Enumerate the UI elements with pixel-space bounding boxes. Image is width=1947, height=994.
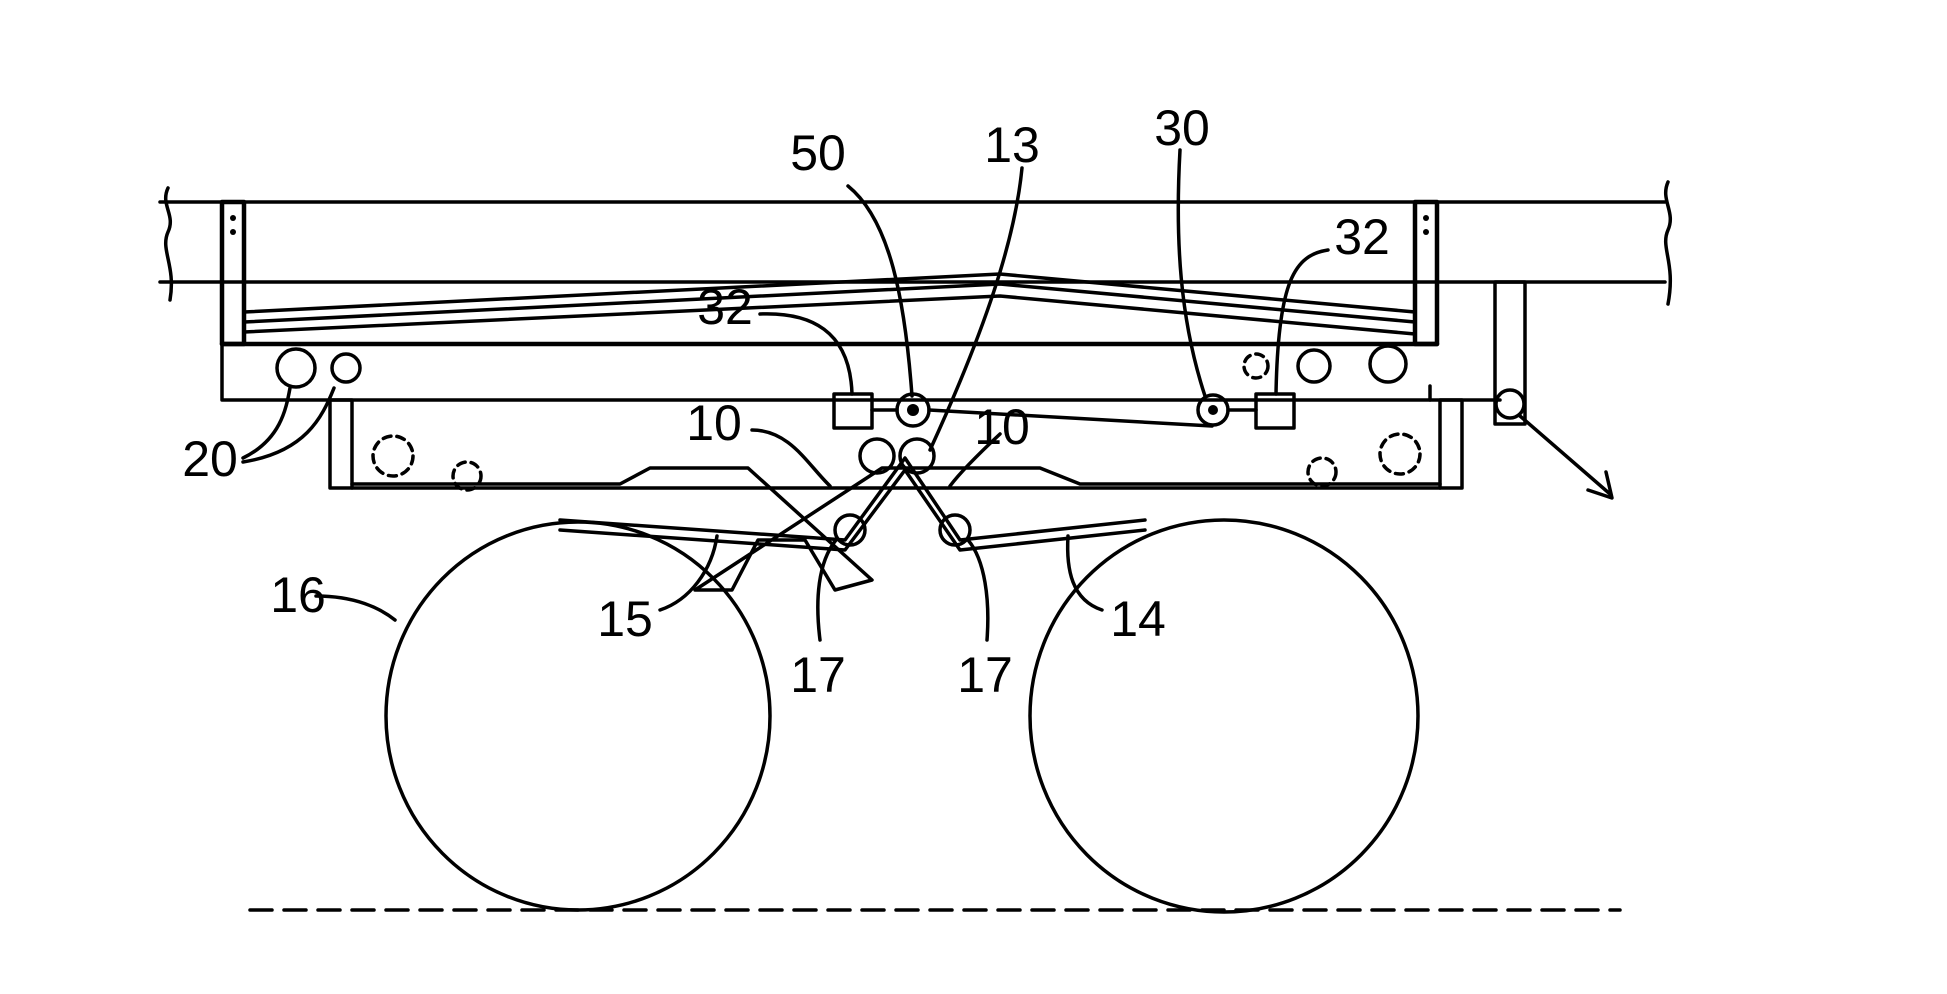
front-hanger <box>222 202 244 344</box>
label-13: 13 <box>984 117 1040 173</box>
central-cable-assembly <box>560 394 1294 550</box>
label-17-left: 17 <box>790 647 846 703</box>
label-10-left: 10 <box>686 395 742 451</box>
label-30: 30 <box>1154 100 1210 156</box>
label-10-right: 10 <box>974 399 1030 455</box>
pulley-group-20 <box>277 349 360 387</box>
rear-post <box>1495 282 1525 424</box>
wheels <box>386 520 1418 912</box>
rear-wheel <box>1030 520 1418 912</box>
label-32-right: 32 <box>1334 209 1390 265</box>
label-32-left: 32 <box>697 279 753 335</box>
label-17-right: 17 <box>957 647 1013 703</box>
rear-pulley-group <box>1244 346 1406 382</box>
label-14: 14 <box>1110 591 1166 647</box>
output-arrow <box>1520 416 1612 498</box>
label-16: 16 <box>270 567 326 623</box>
label-20: 20 <box>182 431 238 487</box>
frame-rail <box>160 182 1670 304</box>
leader-lines <box>243 150 1328 640</box>
label-15: 15 <box>597 591 653 647</box>
rear-hanger <box>1415 202 1437 344</box>
label-50: 50 <box>790 125 846 181</box>
